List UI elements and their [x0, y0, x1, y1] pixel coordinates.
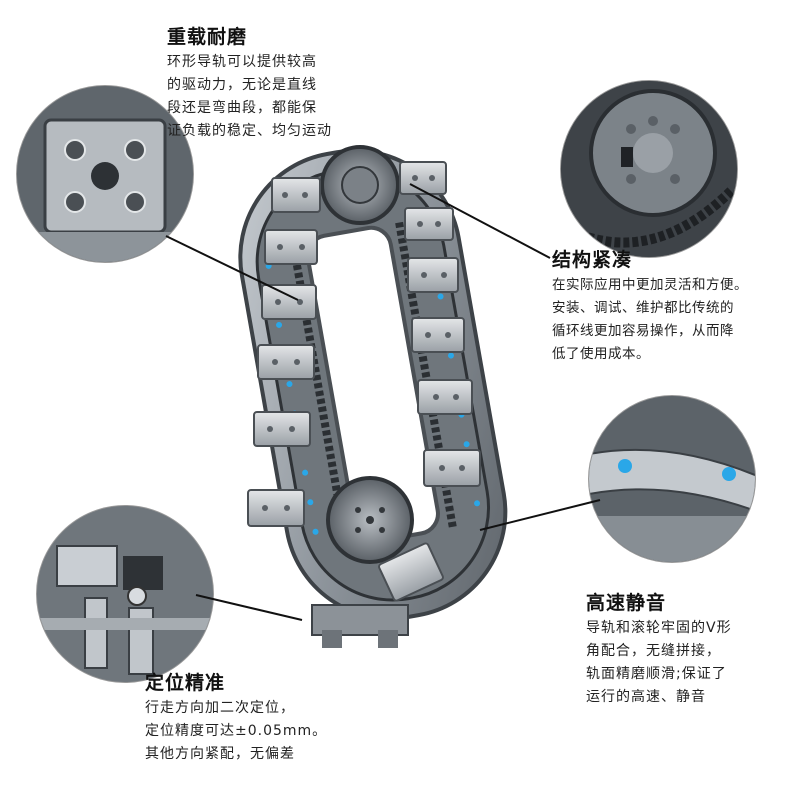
- feature-desc-line: 环形导轨可以提供较高: [167, 54, 317, 70]
- feature-desc-line: 在实际应用中更加灵活和方便。: [552, 277, 748, 293]
- feature-title: 结构紧凑: [552, 249, 633, 271]
- feature-positioning: 定位精准 行走方向加二次定位， 定位精度可达±0.05mm。 其他方向紧配，无偏…: [145, 668, 327, 766]
- feature-desc-line: 其他方向紧配，无偏差: [145, 746, 295, 762]
- feature-desc-line: 证负载的稳定、均匀运动: [167, 123, 332, 139]
- feature-desc-line: 运行的高速、静音: [586, 689, 706, 705]
- feature-desc-line: 低了使用成本。: [552, 346, 650, 362]
- feature-desc-line: 安装、调试、维护都比传统的: [552, 300, 734, 316]
- feature-desc-line: 的驱动力，无论是直线: [167, 77, 317, 93]
- feature-desc-line: 段还是弯曲段，都能保: [167, 100, 317, 116]
- gear-chain-closeup-image: [560, 80, 738, 258]
- feature-desc-line: 定位精度可达±0.05mm。: [145, 723, 328, 739]
- feature-desc-line: 角配合，无缝拼接，: [586, 643, 721, 659]
- feature-title: 定位精准: [145, 672, 226, 694]
- v-rail-closeup-image: [588, 395, 756, 563]
- feature-desc-line: 导轨和滚轮牢固的V形: [586, 620, 732, 636]
- feature-title: 重载耐磨: [167, 26, 248, 48]
- feature-title: 高速静音: [586, 592, 667, 614]
- positioning-closeup-image: [36, 505, 214, 683]
- feature-heavy-duty: 重载耐磨 环形导轨可以提供较高 的驱动力，无论是直线 段还是弯曲段，都能保 证负…: [167, 22, 332, 143]
- feature-desc-line: 轨面精磨顺滑;保证了: [586, 666, 727, 682]
- feature-desc-line: 行走方向加二次定位，: [145, 700, 295, 716]
- carriage-closeup-image: [16, 85, 194, 263]
- feature-desc-line: 循环线更加容易操作，从而降: [552, 323, 734, 339]
- feature-compact: 结构紧凑 在实际应用中更加灵活和方便。 安装、调试、维护都比传统的 循环线更加容…: [552, 245, 748, 366]
- feature-silent: 高速静音 导轨和滚轮牢固的V形 角配合，无缝拼接， 轨面精磨顺滑;保证了 运行的…: [586, 588, 732, 709]
